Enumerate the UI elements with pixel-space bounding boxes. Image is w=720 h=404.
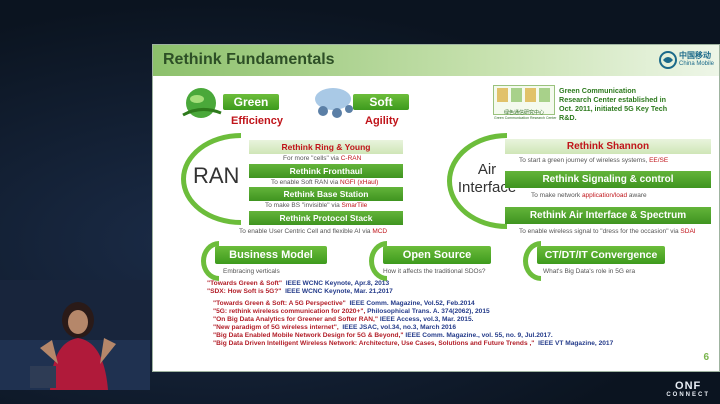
reference-item: "5G: rethink wireless communication for … [213, 308, 490, 315]
air-row-air-interface-spectrum: Rethink Air Interface & Spectrum [505, 207, 711, 224]
business-model-note: Embracing verticals [223, 268, 280, 275]
air-row-signaling: Rethink Signaling & control [505, 171, 711, 188]
ran-note-cran: For more "cells" via C-RAN [283, 155, 362, 162]
reference-item: "Towards Green & Soft: A 5G Perspective"… [213, 300, 475, 307]
agility-label: Agility [365, 115, 399, 127]
reference-item: "Big Data Driven Intelligent Wireless Ne… [213, 340, 614, 347]
logo-en-text: China Mobile [679, 61, 715, 67]
china-mobile-icon [659, 51, 677, 69]
green-badge: Green [223, 94, 279, 110]
reference-item: "On Big Data Analytics for Greener and S… [213, 316, 474, 323]
presenter-figure [0, 280, 150, 390]
reference-item: "Big Data Enabled Mobile Network Design … [213, 332, 553, 339]
reference-item: "Towards Green & Soft" IEEE WCNC Keynote… [207, 280, 390, 287]
ct-dt-it-note: What's Big Data's role in 5G era [543, 268, 636, 275]
onf-logo-text: ONF [675, 380, 702, 392]
business-arc [201, 241, 219, 281]
page-number: 6 [703, 352, 709, 363]
ran-row-protocol-stack: Rethink Protocol Stack [249, 211, 403, 225]
ran-row-fronthaul: Rethink Fronthaul [249, 164, 403, 178]
green-globe-icon [182, 88, 222, 118]
ran-label: RAN [193, 163, 240, 188]
reference-item: "New paradigm of 5G wireless internet", … [213, 324, 456, 331]
logo-cn-text: 中国移动 [679, 51, 711, 60]
china-mobile-logo: 中国移动 China Mobile [659, 49, 715, 73]
air-label-line1: Air [477, 161, 497, 178]
ran-note-mcd: To enable User Centric Cell and flexible… [239, 228, 388, 235]
gcrc-letters-icon [497, 88, 550, 102]
cloud-network-icon [315, 88, 353, 118]
efficiency-label: Efficiency [231, 115, 283, 127]
gcrc-logo: 绿色通信研究中心 Green Communication Research Ce… [493, 85, 556, 120]
gcrc-logo-cn: 绿色通信研究中心 [503, 110, 544, 116]
ct-dt-it-badge: CT/DT/IT Convergence [537, 246, 665, 264]
air-interface-label: Air Interface [449, 161, 525, 197]
gcrc-description: Green Communication Research Center esta… [559, 86, 668, 122]
onf-connect-logo: ONF CONNECT [666, 380, 710, 398]
presenter-video [0, 280, 150, 390]
ran-row-base-station: Rethink Base Station [249, 187, 403, 201]
gcrc-logo-en: Green Communication Research Center [494, 116, 557, 120]
reference-item: "SDX: How Soft is 5G?" IEEE WCNC Keynote… [207, 288, 393, 295]
presentation-slide: Rethink Fundamentals 中国移动 China Mobile G… [152, 44, 720, 372]
air-label-line2: Interface [457, 179, 517, 196]
open-source-note: How it affects the traditional SDOs? [383, 268, 486, 275]
air-note-eese: To start a green journey of wireless sys… [519, 157, 669, 164]
opensource-arc [369, 241, 387, 281]
soft-badge: Soft [353, 94, 409, 110]
connect-logo-text: CONNECT [666, 392, 710, 398]
ctdt-arc [523, 241, 541, 281]
open-source-badge: Open Source [383, 246, 491, 264]
slide-header: Rethink Fundamentals 中国移动 China Mobile [153, 45, 719, 76]
slide-title: Rethink Fundamentals [163, 51, 335, 68]
air-note-sdai: To enable wireless signal to "dress for … [519, 228, 696, 235]
air-note-load-aware: To make network application/load aware [531, 192, 647, 199]
air-row-shannon: Rethink Shannon [505, 139, 711, 154]
ran-row-ring-young: Rethink Ring & Young [249, 140, 403, 154]
ran-note-smartile: To make BS "invisible" via SmarTile [265, 202, 368, 209]
business-model-badge: Business Model [215, 246, 327, 264]
ran-note-ngfi: To enable Soft RAN via NGFI (xHaul) [271, 179, 379, 186]
